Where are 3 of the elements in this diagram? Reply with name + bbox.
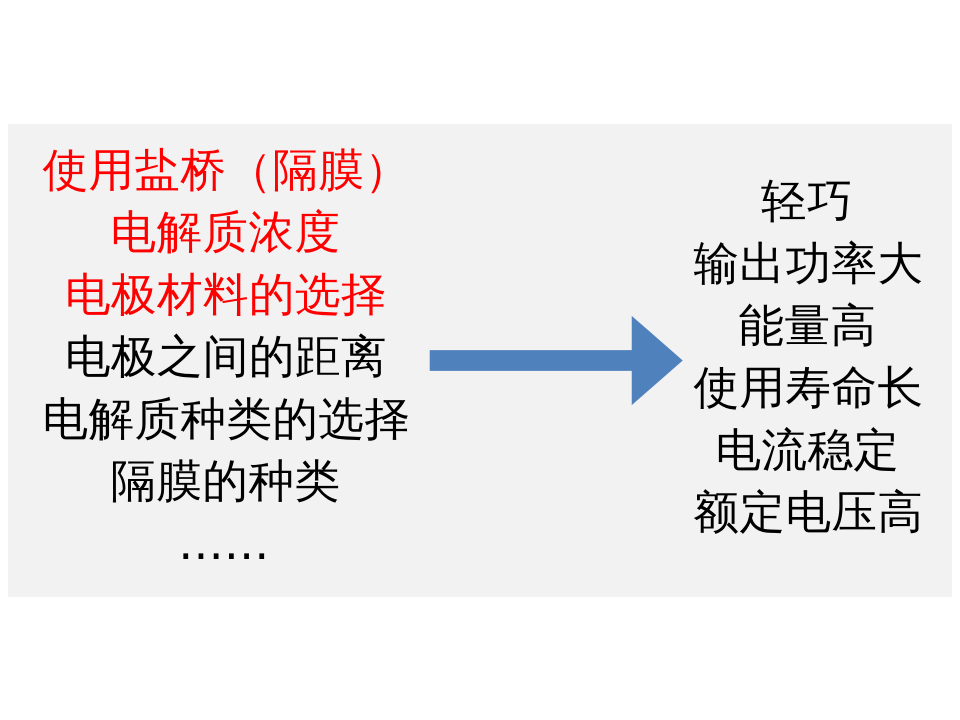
node-text: 使用盐桥（隔膜） 电解质浓度 电极材料的选择 电极之间的距离 电解质种类的选择 隔膜的种类 …… xyxy=(42,142,410,570)
node-text: 轻巧 输出功率大 能量高 使用寿命长 电流稳定 额定电压高 xyxy=(694,174,924,538)
arrow xyxy=(430,315,683,405)
